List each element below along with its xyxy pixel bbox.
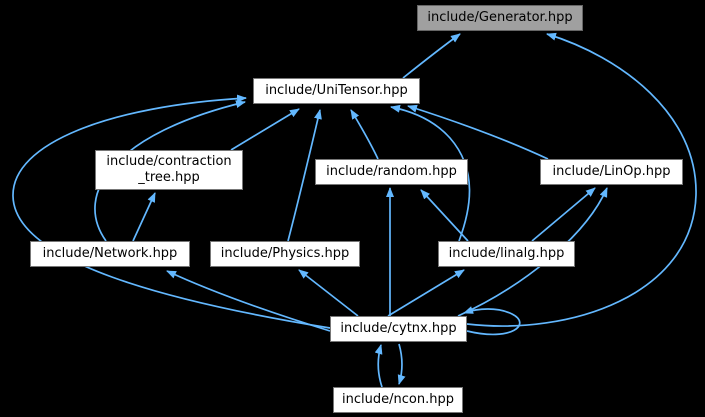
edge-cytnx-to-generator <box>466 32 697 327</box>
node-physics[interactable]: include/Physics.hpp <box>210 241 360 267</box>
edge-unitensor-to-generator <box>402 33 461 79</box>
node-contraction[interactable]: include/contraction _tree.hpp <box>95 150 243 190</box>
edge-linop-to-unitensor <box>407 104 549 160</box>
node-ncon[interactable]: include/ncon.hpp <box>333 387 463 413</box>
edge-cytnx-to-unitensor <box>12 94 331 329</box>
edge-contraction-to-unitensor <box>230 108 300 151</box>
edge-cytnx-to-physics <box>298 269 359 317</box>
edge-ncon-to-cytnx <box>374 344 383 388</box>
edge-cytnx-to-cytnx <box>463 306 521 336</box>
edge-network-to-contraction <box>132 192 156 242</box>
edge-cytnx-to-linalg <box>387 269 465 317</box>
edge-physics-to-unitensor <box>287 109 322 242</box>
edge-cytnx-to-ncon <box>397 343 406 385</box>
edge-linalg-to-unitensor <box>390 104 471 242</box>
node-random[interactable]: include/random.hpp <box>315 159 468 185</box>
edge-linalg-to-linop <box>531 187 596 242</box>
edge-cytnx-to-network <box>166 270 331 332</box>
node-unitensor[interactable]: include/UniTensor.hpp <box>253 78 420 104</box>
node-linalg[interactable]: include/linalg.hpp <box>438 241 575 267</box>
edge-random-to-unitensor <box>350 109 379 160</box>
node-network[interactable]: include/Network.hpp <box>30 241 190 267</box>
node-linop[interactable]: include/LinOp.hpp <box>540 159 683 185</box>
node-cytnx[interactable]: include/cytnx.hpp <box>330 316 467 342</box>
edge-linalg-to-random <box>420 189 469 242</box>
node-generator[interactable]: include/Generator.hpp <box>417 5 583 31</box>
